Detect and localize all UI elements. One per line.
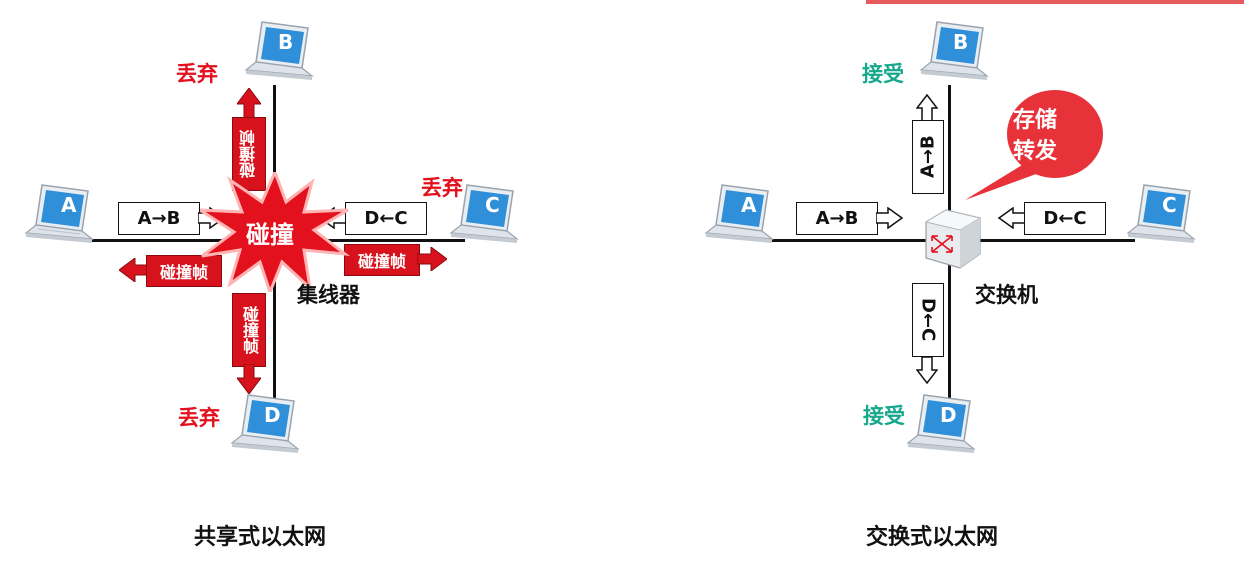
- wire-b-hub: [273, 85, 276, 240]
- status-b-discard: 丢弃: [176, 62, 218, 86]
- wire-hub-c: [275, 239, 465, 242]
- status-d-discard: 丢弃: [178, 406, 220, 430]
- node-letter: C: [485, 193, 500, 217]
- wire-hub-d: [273, 240, 276, 415]
- callout-line-1: 存储: [1013, 108, 1058, 133]
- collision-frame-left: 碰撞帧: [146, 255, 222, 287]
- laptop-icon: [1126, 184, 1196, 243]
- frame-a-to-b: A→B: [118, 202, 200, 235]
- laptop-icon: [24, 184, 94, 243]
- laptop-b: B: [240, 20, 316, 86]
- shared-ethernet-caption: 共享式以太网: [194, 525, 327, 550]
- node-letter: D: [940, 403, 957, 427]
- wire-b-switch: [948, 85, 951, 240]
- arrow-left-icon: [997, 207, 1025, 229]
- laptop-icon: [704, 184, 774, 243]
- collision-arrow-left-icon: [119, 258, 149, 282]
- laptop-b: B: [915, 20, 991, 86]
- laptop-icon: [244, 21, 314, 80]
- arrow-right-icon: [876, 207, 904, 229]
- node-letter: C: [1162, 193, 1177, 217]
- frame-a-to-b-vertical: A→B: [912, 120, 944, 194]
- laptop-d: D: [902, 393, 978, 459]
- wire-switch-c: [950, 239, 1135, 242]
- switched-ethernet-caption: 交换式以太网: [866, 525, 999, 550]
- arrow-up-icon: [916, 94, 938, 122]
- collision-arrow-up-icon: [237, 88, 261, 118]
- frame-d-from-c: D←C: [345, 202, 427, 235]
- collision-arrow-down-icon: [237, 364, 261, 394]
- frame-a-to-b: A→B: [796, 202, 878, 235]
- wire-a-hub: [90, 239, 275, 242]
- wire-switch-d: [948, 240, 951, 415]
- node-letter: B: [278, 30, 294, 54]
- collision-frame-right: 碰撞帧: [344, 244, 420, 276]
- laptop-icon: [906, 394, 976, 453]
- node-letter: A: [741, 193, 757, 217]
- callout-line-2: 转发: [1013, 139, 1058, 164]
- wire-a-switch: [770, 239, 950, 242]
- hub-label: 集线器: [297, 283, 360, 307]
- collision-arrow-right-icon: [417, 247, 447, 271]
- frame-d-from-c-vertical: D←C: [912, 283, 944, 357]
- laptop-icon: [449, 184, 519, 243]
- frame-d-from-c: D←C: [1024, 202, 1106, 235]
- arrow-down-icon: [916, 356, 938, 384]
- switch-icon: [924, 209, 982, 269]
- node-letter: A: [61, 193, 77, 217]
- collision-frame-down: 碰撞帧: [232, 293, 266, 367]
- top-accent-bar: [866, 0, 1244, 4]
- laptop-c: C: [1122, 183, 1198, 249]
- node-letter: B: [953, 30, 969, 54]
- collision-label: 碰撞: [246, 221, 294, 249]
- laptop-icon: [919, 21, 989, 80]
- laptop-d: D: [226, 393, 302, 459]
- laptop-c: C: [445, 183, 521, 249]
- laptop-a: A: [700, 183, 776, 249]
- collision-burst-icon: [200, 172, 350, 292]
- node-letter: D: [264, 403, 281, 427]
- status-c-discard: 丢弃: [421, 176, 463, 200]
- switch-label: 交换机: [975, 283, 1038, 307]
- laptop-icon: [230, 394, 300, 453]
- callout-bubble-icon: [965, 90, 1103, 200]
- laptop-a: A: [20, 183, 96, 249]
- status-b-accept: 接受: [862, 62, 904, 86]
- status-d-accept: 接受: [863, 404, 905, 428]
